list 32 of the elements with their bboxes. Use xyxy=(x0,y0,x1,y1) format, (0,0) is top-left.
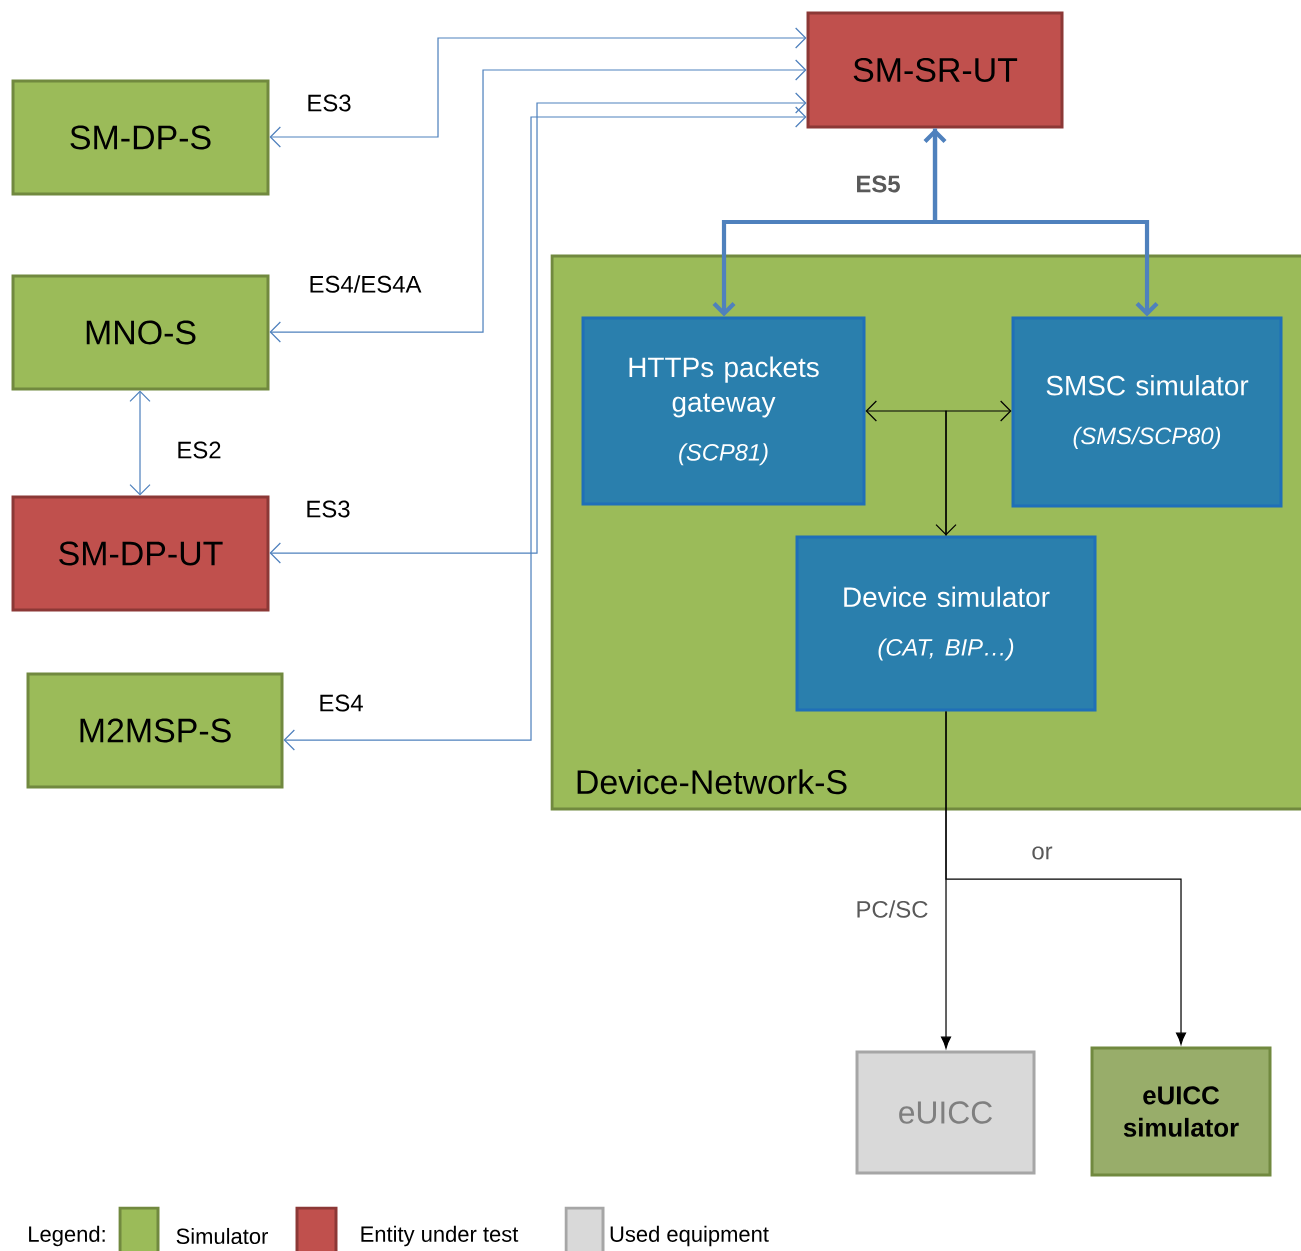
arrow xyxy=(283,106,807,751)
legend-label: Simulator xyxy=(176,1227,268,1245)
arrow xyxy=(945,400,1012,537)
edge-label: ES4 xyxy=(316,692,366,714)
edge-label: or xyxy=(1029,844,1055,862)
arrow xyxy=(865,400,957,536)
edge-label: ES4/ES4A xyxy=(306,273,424,295)
arrow xyxy=(269,27,807,148)
legend-label: Used equipment xyxy=(610,1225,769,1247)
entity-under-test-box: SM-SR-UT xyxy=(806,11,1064,129)
simulator-box: M2MSP-S xyxy=(26,672,284,789)
arrow xyxy=(932,128,1159,317)
edge-label: ES3 xyxy=(304,92,354,114)
legend-label: Entity under test xyxy=(361,1225,519,1247)
edge-label: ES5 xyxy=(853,173,903,195)
arrow xyxy=(269,92,807,564)
edge-label: PC/SC xyxy=(853,898,931,920)
arrow xyxy=(129,390,151,496)
simulator-box: eUICC simulator xyxy=(1090,1046,1272,1177)
arrow xyxy=(269,59,807,343)
heading-text: Legend: xyxy=(29,1225,105,1247)
entity-under-test-box: SM-DP-UT xyxy=(11,495,270,612)
edge-label: ES3 xyxy=(303,498,353,520)
equipment-box: eUICC xyxy=(855,1050,1036,1175)
simulator-box: SMSC simulator (SMS/SCP80) xyxy=(1011,316,1283,508)
simulator-box: MNO-S xyxy=(11,274,270,391)
arrow xyxy=(945,710,1187,1045)
simulator-box: SM-DP-S xyxy=(11,79,270,196)
arrow xyxy=(712,128,947,317)
simulator-box: Device simulator (CAT, BIP…) xyxy=(795,535,1097,712)
edge-label: ES2 xyxy=(174,439,224,461)
simulator-box: HTTPs packets gateway (SCP81) xyxy=(581,316,866,506)
